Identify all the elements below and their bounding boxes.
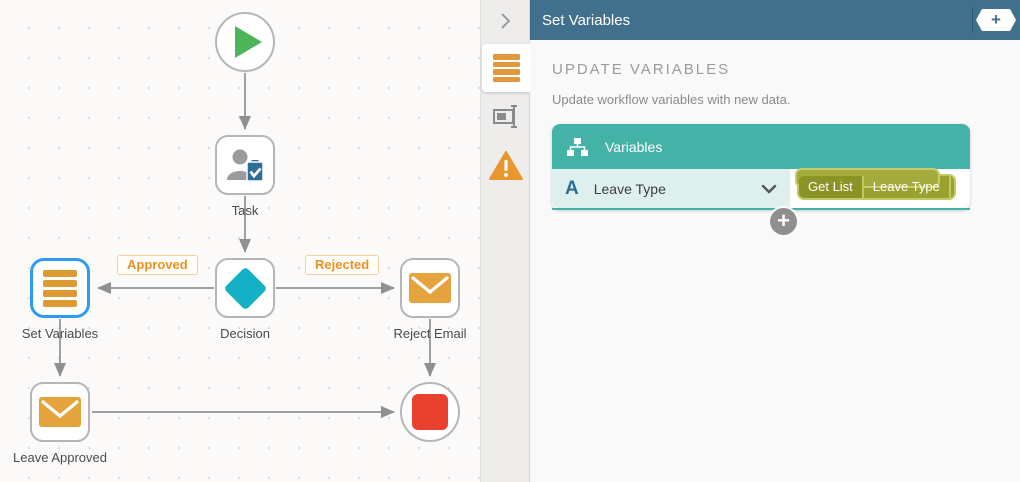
workflow-edges	[54, 73, 436, 418]
chevron-right-icon	[501, 13, 511, 29]
envelope-icon	[409, 273, 451, 303]
variable-row: A Leave Type Get List Leave Type	[552, 168, 970, 210]
variables-card-header: Variables	[552, 124, 970, 169]
workflow-canvas[interactable]: Task Decision Set Variables Reject Email…	[0, 0, 480, 482]
tab-warnings[interactable]	[482, 146, 530, 186]
stacked-bars-icon	[43, 269, 77, 307]
variable-row-value-cell[interactable]: Get List Leave Type	[790, 168, 970, 208]
play-icon	[235, 26, 262, 58]
header-divider	[972, 7, 973, 33]
collapse-panel-button[interactable]	[481, 8, 529, 34]
node-label-set-variables: Set Variables	[21, 326, 99, 341]
sitemap-icon	[567, 137, 588, 156]
token-end-bracket	[948, 176, 954, 198]
diamond-icon	[223, 266, 267, 310]
value-token[interactable]: Get List Leave Type	[795, 168, 956, 200]
user-task-icon	[227, 149, 264, 182]
token-field: Leave Type	[861, 176, 949, 198]
text-type-icon: A	[565, 177, 579, 199]
stop-square-icon	[412, 394, 448, 430]
node-task[interactable]	[215, 135, 275, 195]
chevron-down-icon[interactable]	[761, 184, 777, 194]
node-label-leave-approved: Leave Approved	[13, 450, 107, 465]
node-leave-approved[interactable]	[30, 382, 90, 442]
panel-header: Set Variables	[530, 0, 1020, 40]
edge-label-rejected[interactable]: Rejected	[305, 255, 380, 275]
properties-panel: Set Variables UPDATE VARIABLES Update wo…	[530, 0, 1020, 482]
node-reject-email[interactable]	[400, 258, 460, 318]
add-variable-button[interactable]	[770, 208, 797, 235]
envelope-icon	[39, 397, 81, 427]
node-label-decision: Decision	[220, 326, 270, 341]
panel-subtitle: Update workflow variables with new data.	[552, 92, 791, 107]
tab-variables[interactable]	[482, 44, 530, 92]
edge-label-approved[interactable]: Approved	[117, 255, 198, 275]
stacked-bars-icon	[492, 54, 520, 82]
rename-field-icon	[493, 105, 517, 128]
node-end[interactable]	[400, 382, 460, 442]
panel-title: Set Variables	[542, 11, 631, 29]
variable-name: Leave Type	[593, 180, 666, 197]
plus-hexagon-icon[interactable]	[976, 9, 1016, 31]
node-start[interactable]	[215, 12, 275, 72]
node-decision[interactable]	[215, 258, 275, 318]
node-set-variables[interactable]	[30, 258, 90, 318]
panel-body: UPDATE VARIABLES Update workflow variabl…	[530, 40, 1020, 482]
panel-tab-strip	[480, 0, 530, 482]
warning-triangle-icon	[489, 151, 523, 180]
variables-card: Variables A Leave Type G	[552, 124, 970, 210]
variable-row-name-cell[interactable]: A Leave Type	[552, 169, 790, 208]
node-label-reject-email: Reject Email	[393, 326, 467, 341]
panel-heading: UPDATE VARIABLES	[552, 61, 731, 78]
node-label-task: Task	[231, 203, 259, 218]
token-source: Get List	[799, 176, 862, 198]
tab-rename[interactable]	[482, 100, 530, 132]
variables-card-title: Variables	[605, 138, 663, 155]
